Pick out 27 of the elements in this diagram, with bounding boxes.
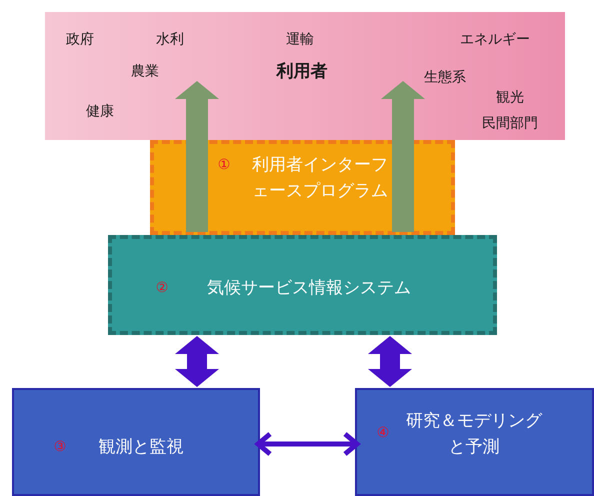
box-label: 観測と監視	[98, 436, 184, 459]
box-label: 気候サービス情報システム	[206, 277, 412, 300]
number-label: ④	[376, 424, 390, 443]
block-arrow	[175, 81, 219, 232]
block-arrow	[381, 81, 425, 232]
sector-label: 生態系	[424, 68, 466, 88]
sector-label: 民間部門	[482, 114, 538, 134]
system-box	[108, 235, 497, 335]
number-label: ③	[52, 438, 68, 457]
box-label: 研究＆モデリングと予測	[405, 410, 544, 459]
sector-label: 水利	[156, 30, 184, 50]
process-box	[355, 388, 594, 496]
box-label: 利用者インターフェースプログラム	[251, 154, 389, 203]
number-label: ①	[216, 156, 232, 175]
sector-label: 観光	[496, 88, 524, 108]
group-label: 利用者	[276, 60, 328, 84]
sector-label: 運輸	[286, 30, 314, 50]
process-box	[12, 388, 260, 496]
block-arrow	[175, 336, 219, 387]
sector-label: 健康	[86, 102, 114, 122]
number-label: ②	[154, 279, 170, 298]
sector-label: 政府	[66, 30, 94, 50]
sector-label: 農業	[131, 62, 159, 82]
arrow	[256, 432, 360, 456]
sector-label: エネルギー	[460, 30, 530, 50]
users-band	[45, 12, 565, 140]
block-arrow	[368, 336, 412, 387]
